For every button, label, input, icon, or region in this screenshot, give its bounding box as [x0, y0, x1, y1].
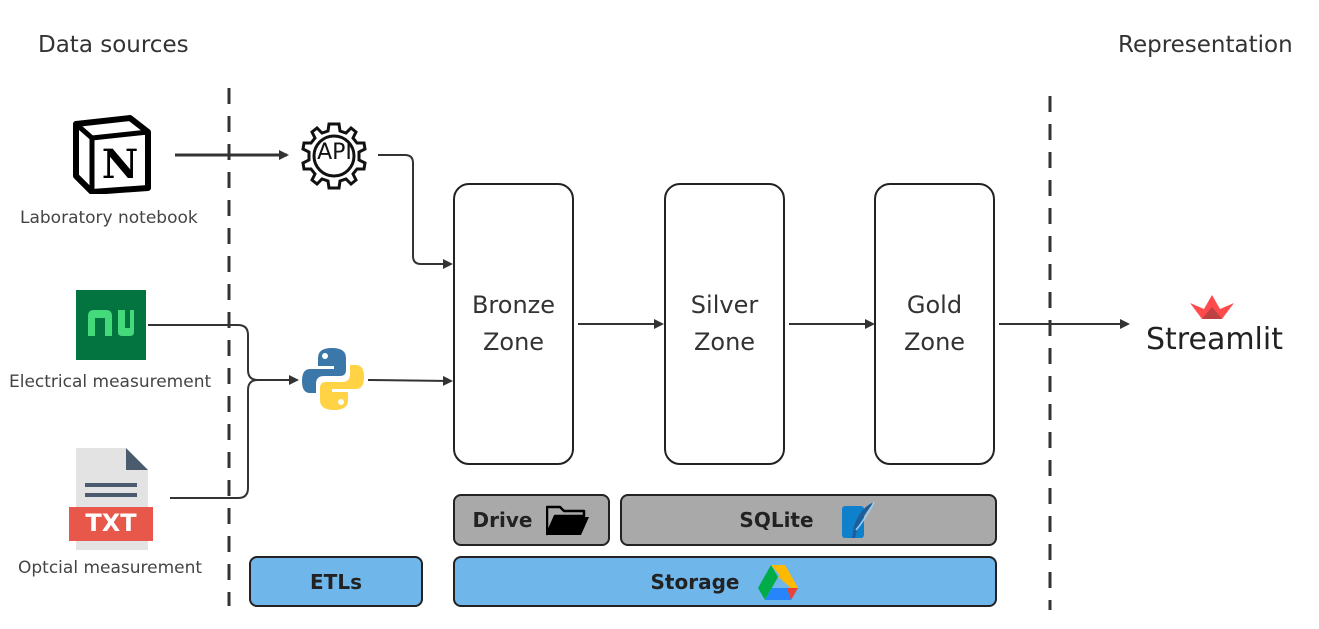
- python-icon: [302, 348, 364, 410]
- sqlite-label: SQLite: [739, 508, 814, 532]
- ni-icon: [76, 290, 146, 360]
- streamlit-name: Streamlit: [1146, 322, 1283, 357]
- sqlite-feather-icon: [841, 501, 875, 538]
- arrow-txt-python: [170, 379, 259, 499]
- ni-caption: Electrical measurement: [9, 372, 212, 392]
- sqlite-bar: SQLite: [620, 494, 997, 546]
- storage-label: Storage: [650, 569, 740, 594]
- silver-zone-line2: Zone: [693, 328, 756, 356]
- bronze-zone-line1: Bronze: [471, 291, 556, 319]
- silver-zone-line1: Silver: [690, 291, 759, 319]
- representation-heading: Representation: [1118, 32, 1293, 58]
- svg-text:N: N: [102, 141, 139, 188]
- txt-badge: TXT: [85, 509, 137, 537]
- notion-icon: N: [73, 115, 151, 194]
- data-sources-heading: Data sources: [38, 32, 189, 58]
- arrow-python-bronze: [367, 375, 453, 386]
- api-gear-icon: [301, 122, 367, 190]
- arrow-ni-python: [148, 324, 299, 385]
- etls-label: ETLs: [310, 569, 362, 594]
- drive-label: Drive: [472, 508, 533, 532]
- folder-icon: [546, 505, 590, 536]
- gold-zone-line2: Zone: [903, 328, 966, 356]
- api-label: API: [317, 140, 352, 165]
- gold-zone-line1: Gold: [906, 291, 963, 319]
- google-drive-icon: [758, 564, 799, 600]
- arrow-api-bronze: [378, 154, 453, 269]
- notion-caption: Laboratory notebook: [20, 208, 198, 228]
- streamlit-crown-icon: [1190, 295, 1234, 319]
- etls-bar: ETLs: [249, 556, 423, 607]
- drive-bar: Drive: [453, 494, 610, 546]
- storage-bar: Storage: [453, 556, 997, 607]
- txt-caption: Optcial measurement: [18, 558, 203, 578]
- txt-file-icon: [69, 448, 153, 550]
- bronze-zone-line2: Zone: [482, 328, 545, 356]
